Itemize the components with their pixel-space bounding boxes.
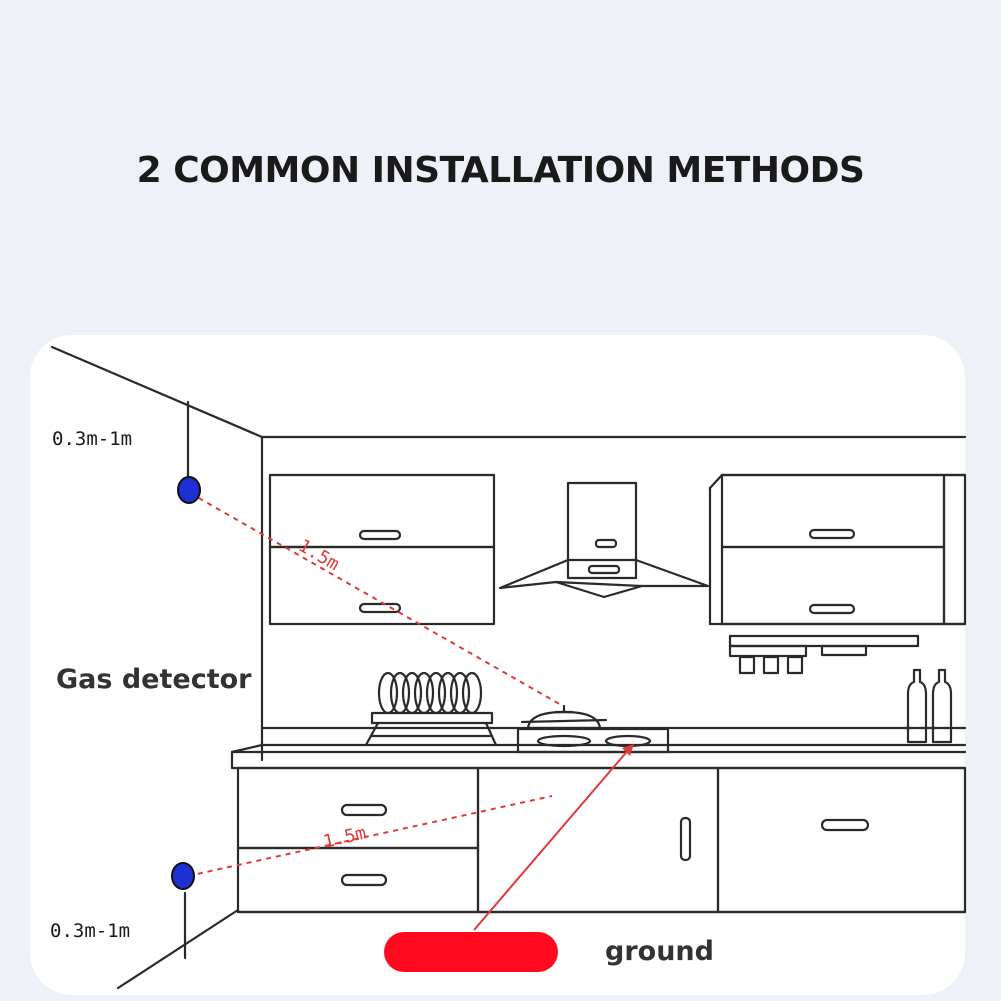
upper-gas-detector bbox=[177, 476, 201, 504]
left-upper-cabinet-bottom bbox=[268, 545, 496, 626]
ground-label: ground bbox=[605, 936, 714, 967]
ceiling-line bbox=[50, 345, 264, 439]
lower-drawer-bottom bbox=[236, 846, 480, 914]
gas-detector-label: Gas detector bbox=[56, 664, 252, 695]
bottles bbox=[906, 668, 953, 744]
lower-gas-detector bbox=[171, 862, 195, 890]
upper-distance-label: 1.5m bbox=[295, 535, 343, 575]
lower-height-label: 0.3m-1m bbox=[50, 920, 131, 942]
wall-shelf bbox=[728, 634, 920, 648]
stove-top bbox=[516, 727, 670, 754]
ground-to-stove-line bbox=[473, 747, 631, 931]
lower-cabinet-right bbox=[716, 766, 967, 914]
right-upper-cabinet-top bbox=[720, 473, 946, 549]
arrow-head bbox=[622, 744, 634, 756]
range-hood-canopy bbox=[498, 558, 710, 599]
page-title: 2 COMMON INSTALLATION METHODS bbox=[136, 150, 865, 191]
dish-rack bbox=[364, 671, 498, 747]
lower-distance-line bbox=[187, 795, 553, 877]
range-hood-chimney bbox=[566, 481, 638, 580]
upper-distance-line bbox=[189, 492, 564, 707]
ground-marker bbox=[384, 932, 558, 972]
floor-line bbox=[116, 908, 240, 990]
upper-height-label: 0.3m-1m bbox=[52, 428, 133, 450]
countertop bbox=[230, 743, 967, 770]
